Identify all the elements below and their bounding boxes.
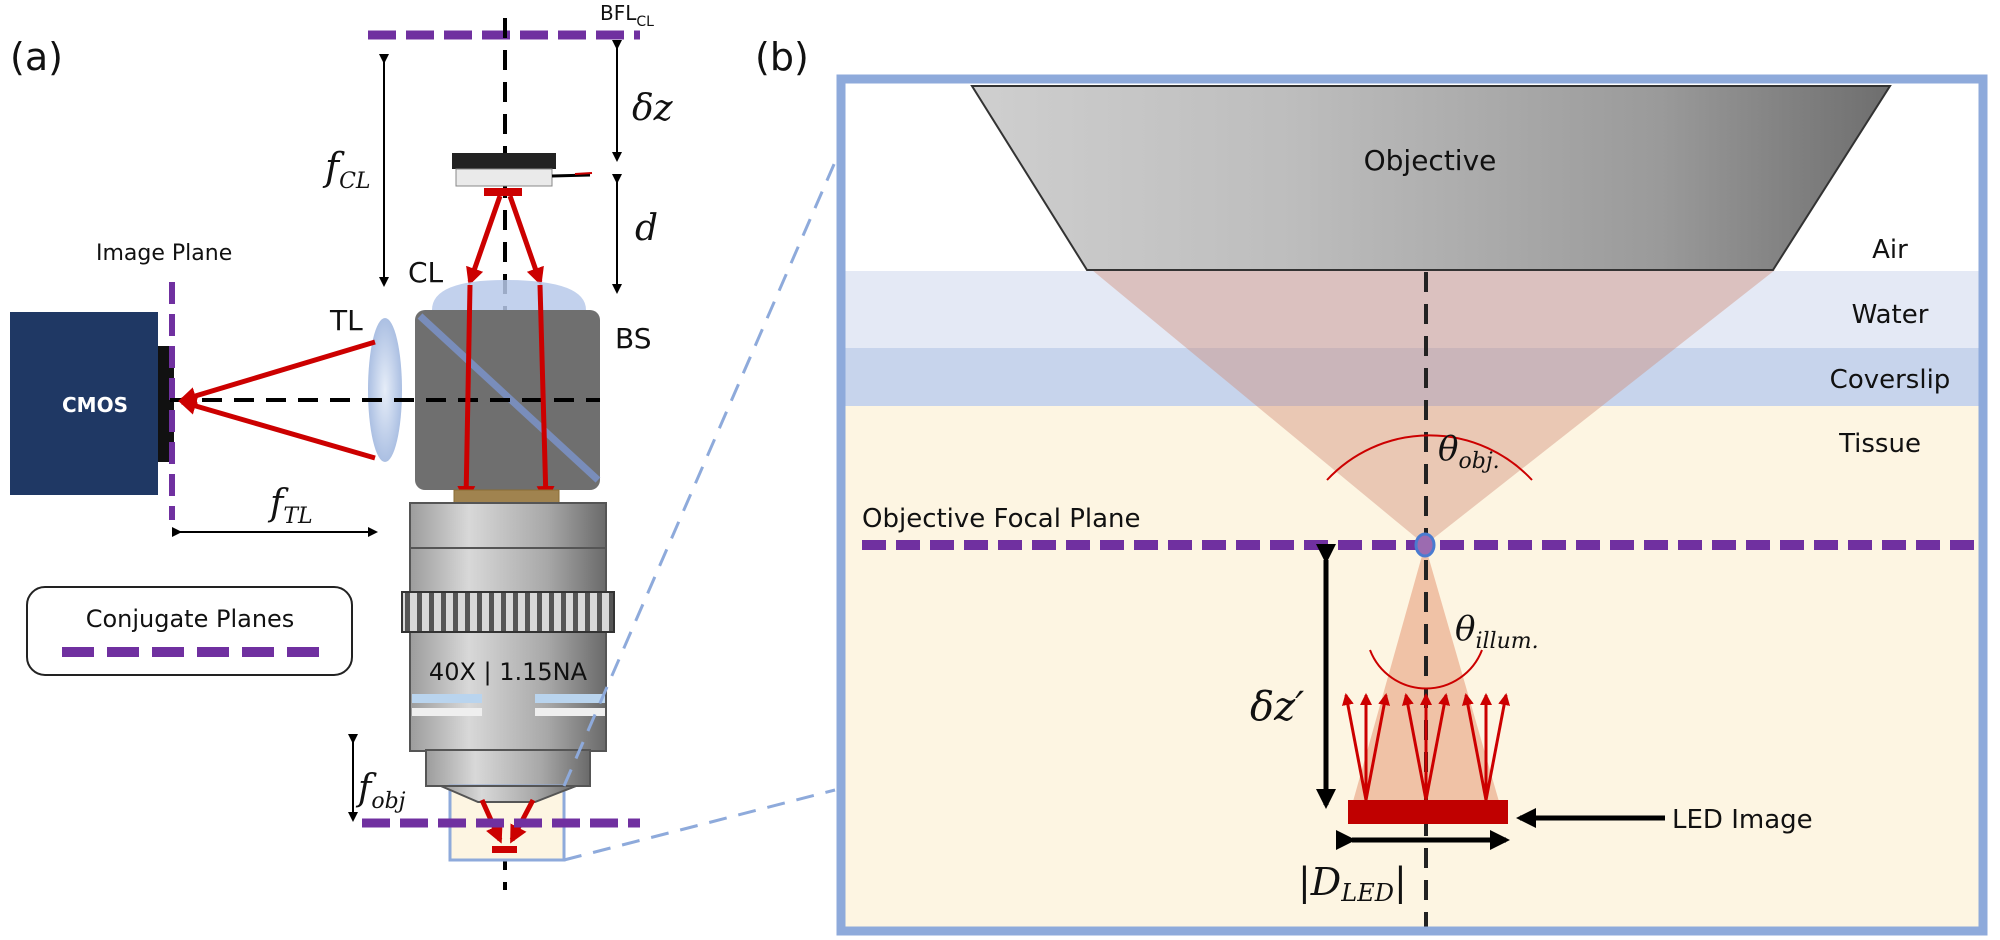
tl-label: TL: [329, 304, 363, 337]
led-emission-arrow: [1364, 693, 1391, 801]
theta-obj-arc: [1326, 434, 1533, 481]
delta-z-prime-label: δz′: [1250, 684, 1304, 730]
led-image-small: [492, 846, 517, 853]
objective-lens-large: [970, 85, 1892, 271]
bfl-label: BFLCL: [600, 1, 654, 30]
led-diffuser: [455, 168, 553, 187]
led-emitter: [484, 188, 522, 196]
objective-lower-barrel: [425, 749, 591, 787]
f-cl-label: fCL: [322, 145, 371, 194]
cmos-sensor: [158, 346, 174, 462]
d-led-label: |DLED|: [1298, 860, 1407, 907]
tube-lens: [368, 318, 402, 462]
objective-thread: [453, 489, 560, 505]
f-obj-label: fobj: [355, 768, 406, 814]
collimating-lens: [432, 280, 586, 310]
theta-illum-arc: [1369, 649, 1483, 690]
theta-illum-label: θillum.: [1455, 609, 1539, 654]
focal-point-marker: [1414, 532, 1436, 558]
ray-led-right: [507, 195, 544, 286]
ray-tl-lower: [178, 397, 376, 461]
delta-z-label: δz: [632, 88, 674, 129]
led-image-bar: [1348, 800, 1508, 824]
led-image-label: LED Image: [1672, 805, 1813, 835]
led-emission-arrows: [1341, 693, 1511, 801]
layer-label-tissue: Tissue: [1838, 429, 1921, 459]
cmos-camera: [10, 312, 158, 495]
objective-spec-label: 40X | 1.15NA: [429, 658, 588, 686]
zoom-panel-frame: [836, 74, 1988, 936]
panel-b-label: (b): [755, 35, 809, 79]
objective-label: Objective: [1364, 144, 1497, 177]
legend-box: Conjugate Planes: [26, 586, 353, 676]
ray-bs-right: [536, 284, 555, 504]
layer-label-coverslip: Coverslip: [1830, 365, 1951, 395]
led-emission-arrow: [1401, 693, 1428, 801]
focal-plane-label: Objective Focal Plane: [862, 504, 1141, 534]
theta-obj-label: θobj.: [1438, 429, 1500, 474]
panel-a: (a) BFLCL fCL δz d CL BS TL: [10, 1, 837, 890]
f-tl-label: fTL: [267, 483, 313, 529]
led-board: [452, 153, 556, 169]
led-emission-arrow: [1424, 693, 1451, 801]
layer-coverslip: [845, 348, 1982, 406]
led-emission-arrow: [1461, 693, 1488, 801]
layer-label-air: Air: [1872, 235, 1908, 265]
led-emission-arrow: [1484, 693, 1511, 801]
image-plane-label: Image Plane: [96, 241, 232, 266]
cmos-label: CMOS: [62, 393, 128, 417]
ray-bs-left: [457, 284, 476, 504]
cl-label: CL: [408, 256, 444, 289]
bs-label: BS: [615, 322, 652, 355]
layer-label-water: Water: [1852, 300, 1929, 330]
ray-led-left: [466, 195, 503, 286]
led-emission-arrow: [1341, 693, 1368, 801]
layer-water: [845, 271, 1982, 348]
ray-tl-upper: [178, 339, 376, 405]
objective-knurl-ring: [401, 591, 615, 633]
panel-b: (b) Objective Air Water Coverslip Tissue…: [755, 35, 1988, 936]
panel-a-label: (a): [10, 35, 63, 79]
zoom-connector-lower: [563, 788, 836, 862]
d-label: d: [635, 208, 658, 249]
led-wire: [551, 173, 591, 178]
objective-light-cone: [1092, 270, 1775, 545]
legend-title: Conjugate Planes: [86, 605, 295, 633]
zoom-connector-upper: [562, 161, 837, 787]
